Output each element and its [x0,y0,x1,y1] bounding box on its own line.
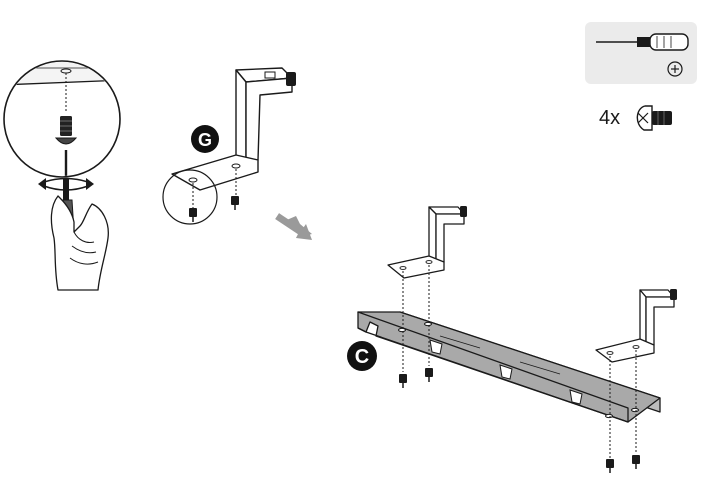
tool-panel-background [585,22,697,84]
hardware-quantity-text: 4x [599,107,620,129]
screw-icon [606,459,614,473]
tool-panel [585,22,697,84]
screw-icon [399,374,407,388]
hand-with-screwdriver [50,178,109,291]
screw-icon [636,105,672,131]
part-label-badge-g: G [191,125,219,153]
bracket-detail-circle [162,169,218,225]
cable-tray-illustration [357,311,661,423]
tray-bracket-left [387,206,467,372]
direction-arrow-icon [275,213,312,240]
part-label-badge-c: C [347,341,377,371]
part-label-g-text: G [198,130,212,150]
part-label-c-text: C [355,346,369,368]
magnified-detail [3,60,121,178]
phillips-screwdriver-icon [596,33,689,51]
hardware-quantity: 4x [599,105,672,131]
tray-bracket-right [595,289,677,458]
screw-icon [632,455,640,469]
screw-icon [425,368,433,382]
tray-screws [399,368,640,473]
bracket-g-illustration [171,67,296,208]
detail-screw-icon [54,116,78,145]
phillips-head-symbol-icon [667,61,683,77]
bracket-screw-icon [189,196,239,222]
